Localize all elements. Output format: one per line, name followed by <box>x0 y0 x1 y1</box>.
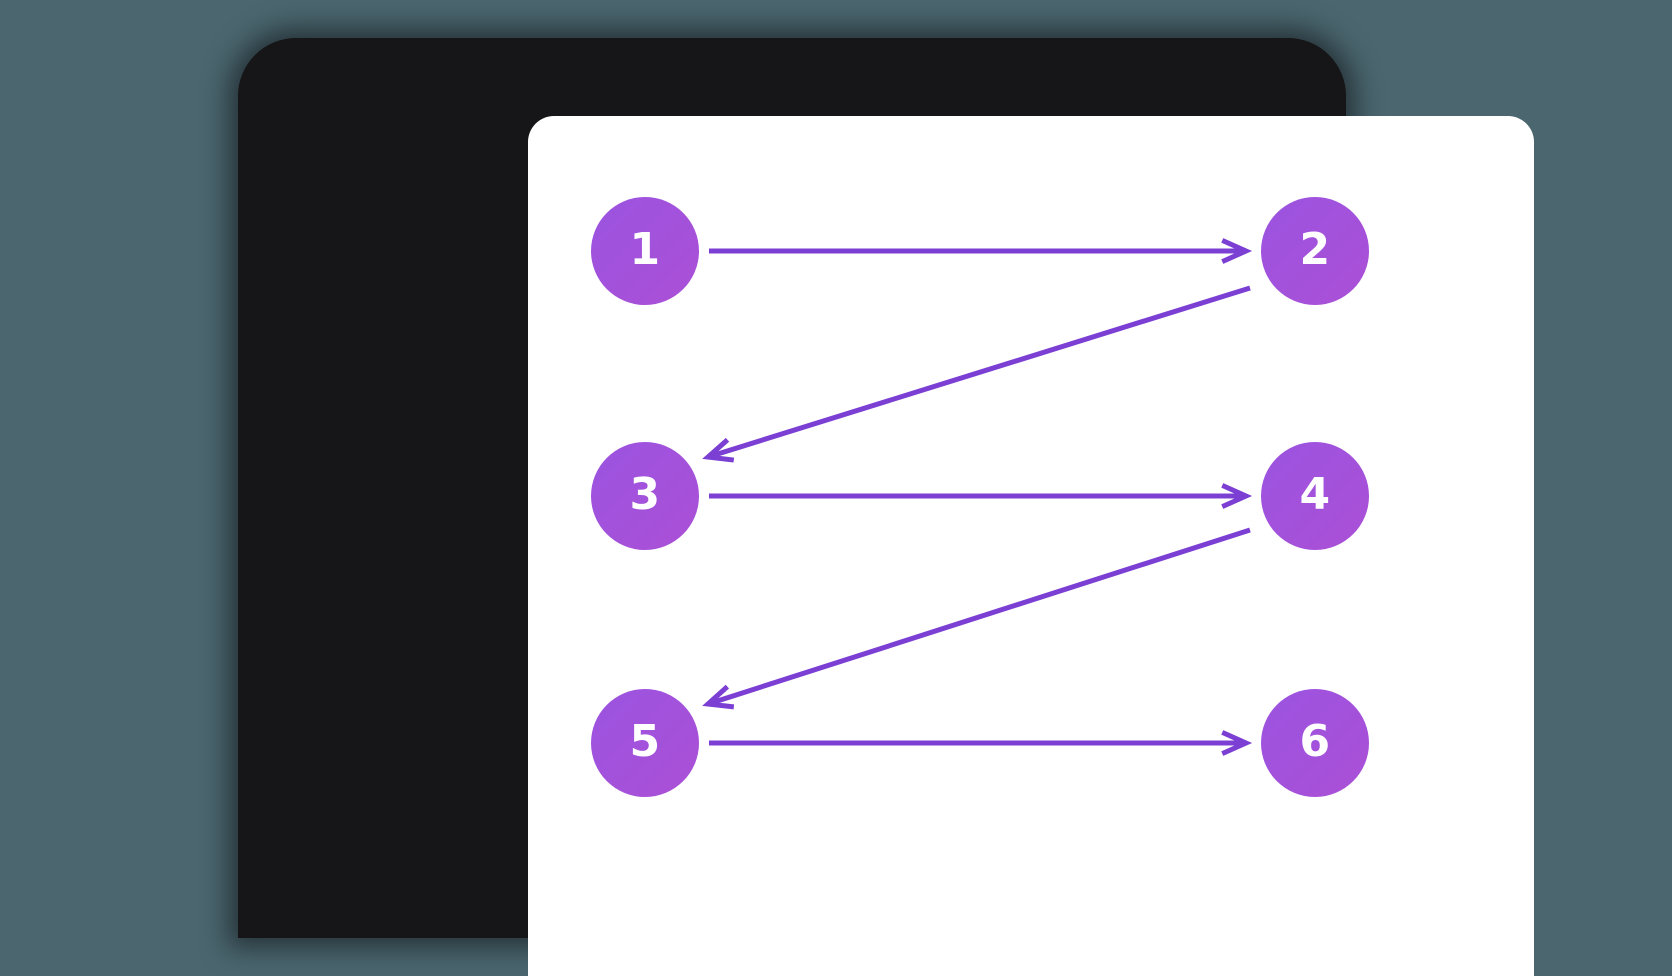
graph-edge <box>709 730 1253 756</box>
graph-node-label: 1 <box>629 224 661 275</box>
edge-line <box>707 285 1251 460</box>
edge-line <box>707 527 1251 707</box>
graph-node-label: 5 <box>629 716 661 767</box>
graph-edge <box>702 285 1251 463</box>
graph-node-label: 3 <box>629 469 661 520</box>
graph-node-label: 2 <box>1299 224 1331 275</box>
edge-arrowhead-icon <box>1221 730 1253 756</box>
edge-arrowhead-icon <box>702 437 735 463</box>
graph-node-label: 4 <box>1299 469 1331 520</box>
graph-node-label: 6 <box>1299 716 1331 767</box>
edge-arrowhead-icon <box>702 684 735 710</box>
graph-edges-svg <box>702 238 1253 756</box>
edge-arrowhead-icon <box>1221 483 1253 509</box>
graph-node-1[interactable]: 1 <box>591 197 699 305</box>
graph-node-4[interactable]: 4 <box>1261 442 1369 550</box>
graph-node-5[interactable]: 5 <box>591 689 699 797</box>
edge-arrowhead-icon <box>1221 238 1253 264</box>
graph-node-6[interactable]: 6 <box>1261 689 1369 797</box>
device-frame: 1 2 3 4 5 6 <box>238 38 1534 976</box>
graph-edge <box>709 483 1253 509</box>
graph-node-2[interactable]: 2 <box>1261 197 1369 305</box>
graph-node-3[interactable]: 3 <box>591 442 699 550</box>
graph-edge <box>702 527 1251 710</box>
graph-canvas: 1 2 3 4 5 6 <box>528 116 1534 976</box>
device-screen: 1 2 3 4 5 6 <box>528 116 1534 976</box>
graph-edge <box>709 238 1253 264</box>
screenshot-stage: 1 2 3 4 5 6 <box>238 38 1534 976</box>
